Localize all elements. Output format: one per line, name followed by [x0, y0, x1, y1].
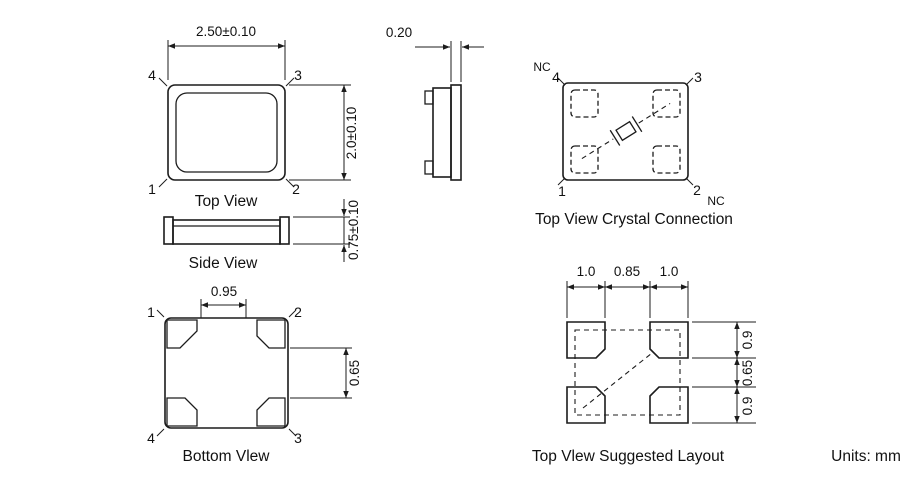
- bottom-view-pad-height-dim-label: 0.65: [347, 360, 362, 386]
- layout-dim-right-middle: 0.65: [740, 360, 755, 386]
- crystal-connection-pin2-label: 2: [693, 182, 701, 198]
- side-view-cap-right: [279, 216, 290, 245]
- corner-tick: [158, 178, 168, 188]
- layout-pad-bottom-right: [649, 386, 689, 424]
- corner-tick: [685, 177, 694, 186]
- bottom-view-spacing-dim-label: 0.95: [211, 284, 237, 299]
- corner-tick: [557, 177, 566, 186]
- bottom-view-title: Bottom Vlew: [182, 448, 270, 465]
- crystal-connection-view: NC 4 3 1 2 NC Top View Crystal Connectio…: [533, 60, 733, 228]
- crystal-connection-pad2: [652, 145, 681, 174]
- side-view: 0.75±0.10 Side View: [163, 199, 361, 272]
- bottom-view-pin3-label: 3: [294, 430, 302, 446]
- crystal-symbol: [581, 102, 671, 160]
- bottom-view-pin2-label: 2: [294, 304, 302, 320]
- corner-tick: [288, 428, 297, 437]
- layout-dim-pad-gap: 0.85: [614, 264, 640, 279]
- corner-tick: [156, 428, 165, 437]
- layout-pad-top-left: [566, 321, 606, 359]
- suggested-layout-view: 1.0 0.85 1.0 0.9 0.65 0.9 Top Vlew Sugge…: [532, 264, 756, 465]
- layout-dim-right-bottom: 0.9: [740, 397, 755, 416]
- side-profile-view: 0.20: [386, 25, 484, 181]
- top-view-title: Top View: [195, 193, 258, 210]
- corner-tick: [685, 77, 694, 86]
- corner-tick: [557, 77, 566, 86]
- bottom-view-pad4: [166, 397, 198, 427]
- crystal-connection-pad4: [570, 89, 599, 118]
- top-view: 2.50±0.10 2.0±0.10 4 3 1 2 Top View: [148, 24, 359, 210]
- side-profile-body: [432, 87, 452, 178]
- layout-top-dimensions: [566, 281, 689, 318]
- bottom-view-spacing-dimension: [200, 299, 247, 318]
- bottom-view-pin1-label: 1: [147, 304, 155, 320]
- crystal-connection-pin3-label: 3: [694, 69, 702, 85]
- bottom-view: 0.95 0.65 1 2 4 3 Bottom Vlew: [147, 284, 362, 465]
- corner-tick: [288, 309, 297, 318]
- layout-pad-top-right: [649, 321, 689, 359]
- bottom-view-pad2: [256, 319, 286, 349]
- side-view-cap-left: [163, 216, 174, 245]
- top-view-lid-outline: [175, 92, 278, 173]
- top-view-pin3-label: 3: [294, 67, 302, 83]
- bottom-view-pin4-label: 4: [147, 430, 155, 446]
- crystal-connection-package-outline: [562, 82, 689, 181]
- bottom-view-package-outline: [164, 317, 289, 429]
- crystal-connection-nc-bottom-label: NC: [707, 194, 725, 208]
- side-view-title: Side View: [189, 255, 258, 272]
- crystal-connection-pad3: [652, 89, 681, 118]
- crystal-connection-nc-top-label: NC: [533, 60, 551, 74]
- side-profile-thickness-dim-label: 0.20: [386, 25, 412, 40]
- layout-pad-bottom-left: [566, 386, 606, 424]
- layout-dim-right-top: 0.9: [740, 331, 755, 350]
- corner-tick: [285, 178, 295, 188]
- top-view-width-dim-label: 2.50±0.10: [196, 24, 256, 39]
- layout-crystal-diagonal-dashed: [582, 352, 653, 409]
- bottom-view-pad3: [256, 397, 286, 427]
- top-view-package-outline: [167, 84, 286, 181]
- corner-tick: [156, 309, 165, 318]
- side-view-body: [172, 219, 281, 245]
- top-view-pin2-label: 2: [292, 181, 300, 197]
- units-note: Units: mm: [831, 448, 901, 465]
- top-view-height-dimension: [289, 84, 351, 181]
- layout-package-outline-dashed: [574, 329, 681, 416]
- side-view-height-dim-label: 0.75±0.10: [346, 200, 361, 260]
- layout-right-dimensions: [692, 321, 756, 424]
- side-profile-pad-bottom: [424, 160, 434, 175]
- bottom-view-pad1: [166, 319, 198, 349]
- top-view-pin4-label: 4: [148, 67, 156, 83]
- crystal-connection-pad1: [570, 145, 599, 174]
- top-view-width-dimension: [167, 40, 286, 80]
- corner-tick: [285, 77, 295, 87]
- top-view-height-dim-label: 2.0±0.10: [344, 107, 359, 159]
- corner-tick: [158, 77, 168, 87]
- layout-dim-pad-width-right: 1.0: [660, 264, 679, 279]
- bottom-view-pad-height-dimension: [290, 347, 352, 399]
- suggested-layout-title: Top Vlew Suggested Layout: [532, 448, 725, 465]
- side-view-height-dimension: [293, 199, 350, 262]
- side-profile-thickness-dimension: [415, 41, 484, 82]
- top-view-pin1-label: 1: [148, 181, 156, 197]
- side-profile-pad-top: [424, 90, 434, 105]
- crystal-connection-pin1-label: 1: [558, 183, 566, 199]
- crystal-connection-pin4-label: 4: [552, 69, 560, 85]
- crystal-connection-title: Top View Crystal Connection: [535, 211, 733, 228]
- side-profile-lid: [450, 84, 462, 181]
- layout-dim-pad-width-left: 1.0: [577, 264, 596, 279]
